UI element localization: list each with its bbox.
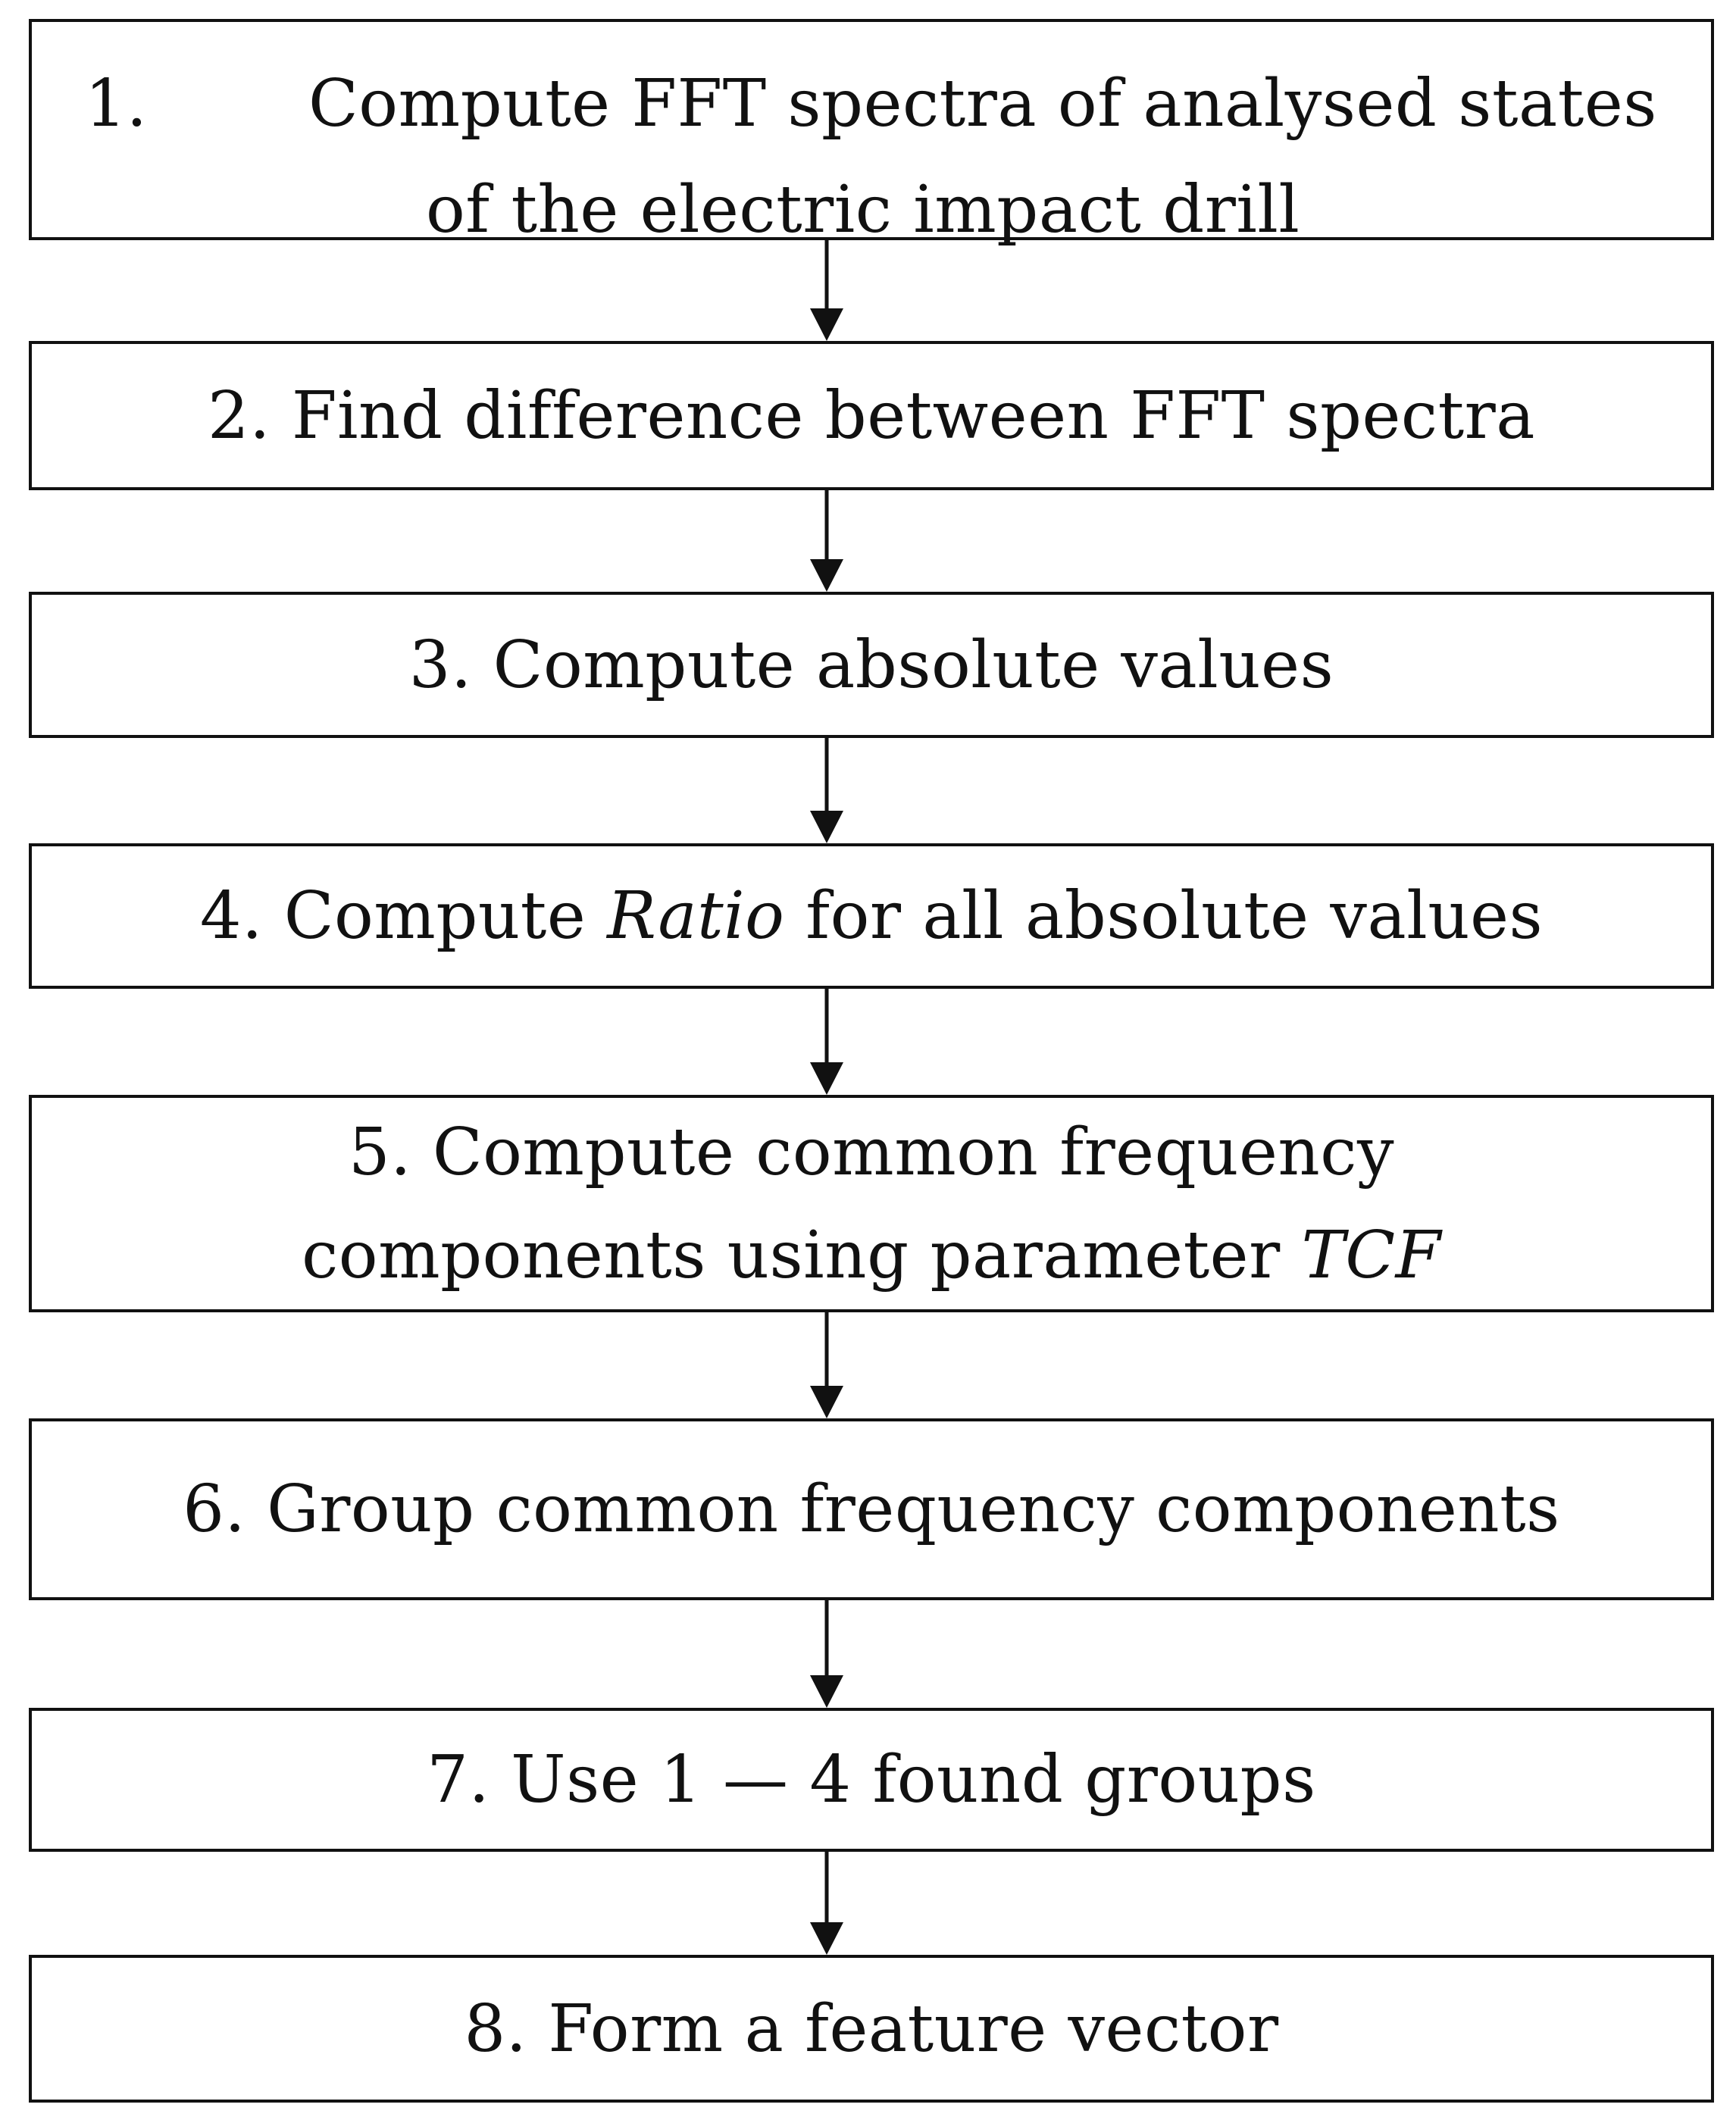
step-6-box: 6. Group common frequency components <box>29 1418 1714 1600</box>
arrow-1-to-2 <box>804 240 849 341</box>
arrow-2-to-3 <box>804 490 849 592</box>
arrow-7-to-8 <box>804 1852 849 1955</box>
step-4-box: 4. Compute Ratio for all absolute values <box>29 843 1714 989</box>
step-5-line-2: components using parameter TCF <box>302 1204 1441 1307</box>
step-3-box: 3. Compute absolute values <box>29 592 1714 738</box>
arrow-3-to-4 <box>804 738 849 843</box>
step-3-label: 3. Compute absolute values <box>408 627 1334 703</box>
step-4-ratio-term: Ratio <box>607 878 785 954</box>
step-4-prefix: 4. Compute <box>199 878 608 954</box>
step-7-label: 7. Use 1 — 4 found groups <box>427 1742 1316 1818</box>
step-2-box: 2. Find difference between FFT spectra <box>29 341 1714 490</box>
step-8-box: 8. Form a feature vector <box>29 1955 1714 2103</box>
step-5-box: 5. Compute common frequency components u… <box>29 1095 1714 1312</box>
arrow-5-to-6 <box>804 1312 849 1418</box>
step-8-label: 8. Form a feature vector <box>464 1990 1279 2067</box>
step-1-line-2: of the electric impact drill <box>426 172 1300 248</box>
step-6-label: 6. Group common frequency components <box>183 1471 1560 1547</box>
step-1-number: 1. <box>85 66 148 142</box>
step-4-label: 4. Compute Ratio for all absolute values <box>200 865 1543 968</box>
step-2-label: 2. Find difference between FFT spectra <box>207 377 1536 454</box>
step-4-suffix: for all absolute values <box>784 878 1544 954</box>
step-5-line-2-prefix: components using parameter <box>302 1217 1302 1293</box>
arrow-6-to-7 <box>804 1600 849 1708</box>
step-1-line-1: Compute FFT spectra of analysed states <box>308 66 1657 142</box>
arrow-4-to-5 <box>804 989 849 1095</box>
step-7-box: 7. Use 1 — 4 found groups <box>29 1708 1714 1852</box>
step-5-tcf-term: TCF <box>1301 1217 1441 1293</box>
step-5-line-1: 5. Compute common frequency <box>348 1114 1395 1190</box>
step-1-box: 1. Compute FFT spectra of analysed state… <box>29 19 1714 248</box>
